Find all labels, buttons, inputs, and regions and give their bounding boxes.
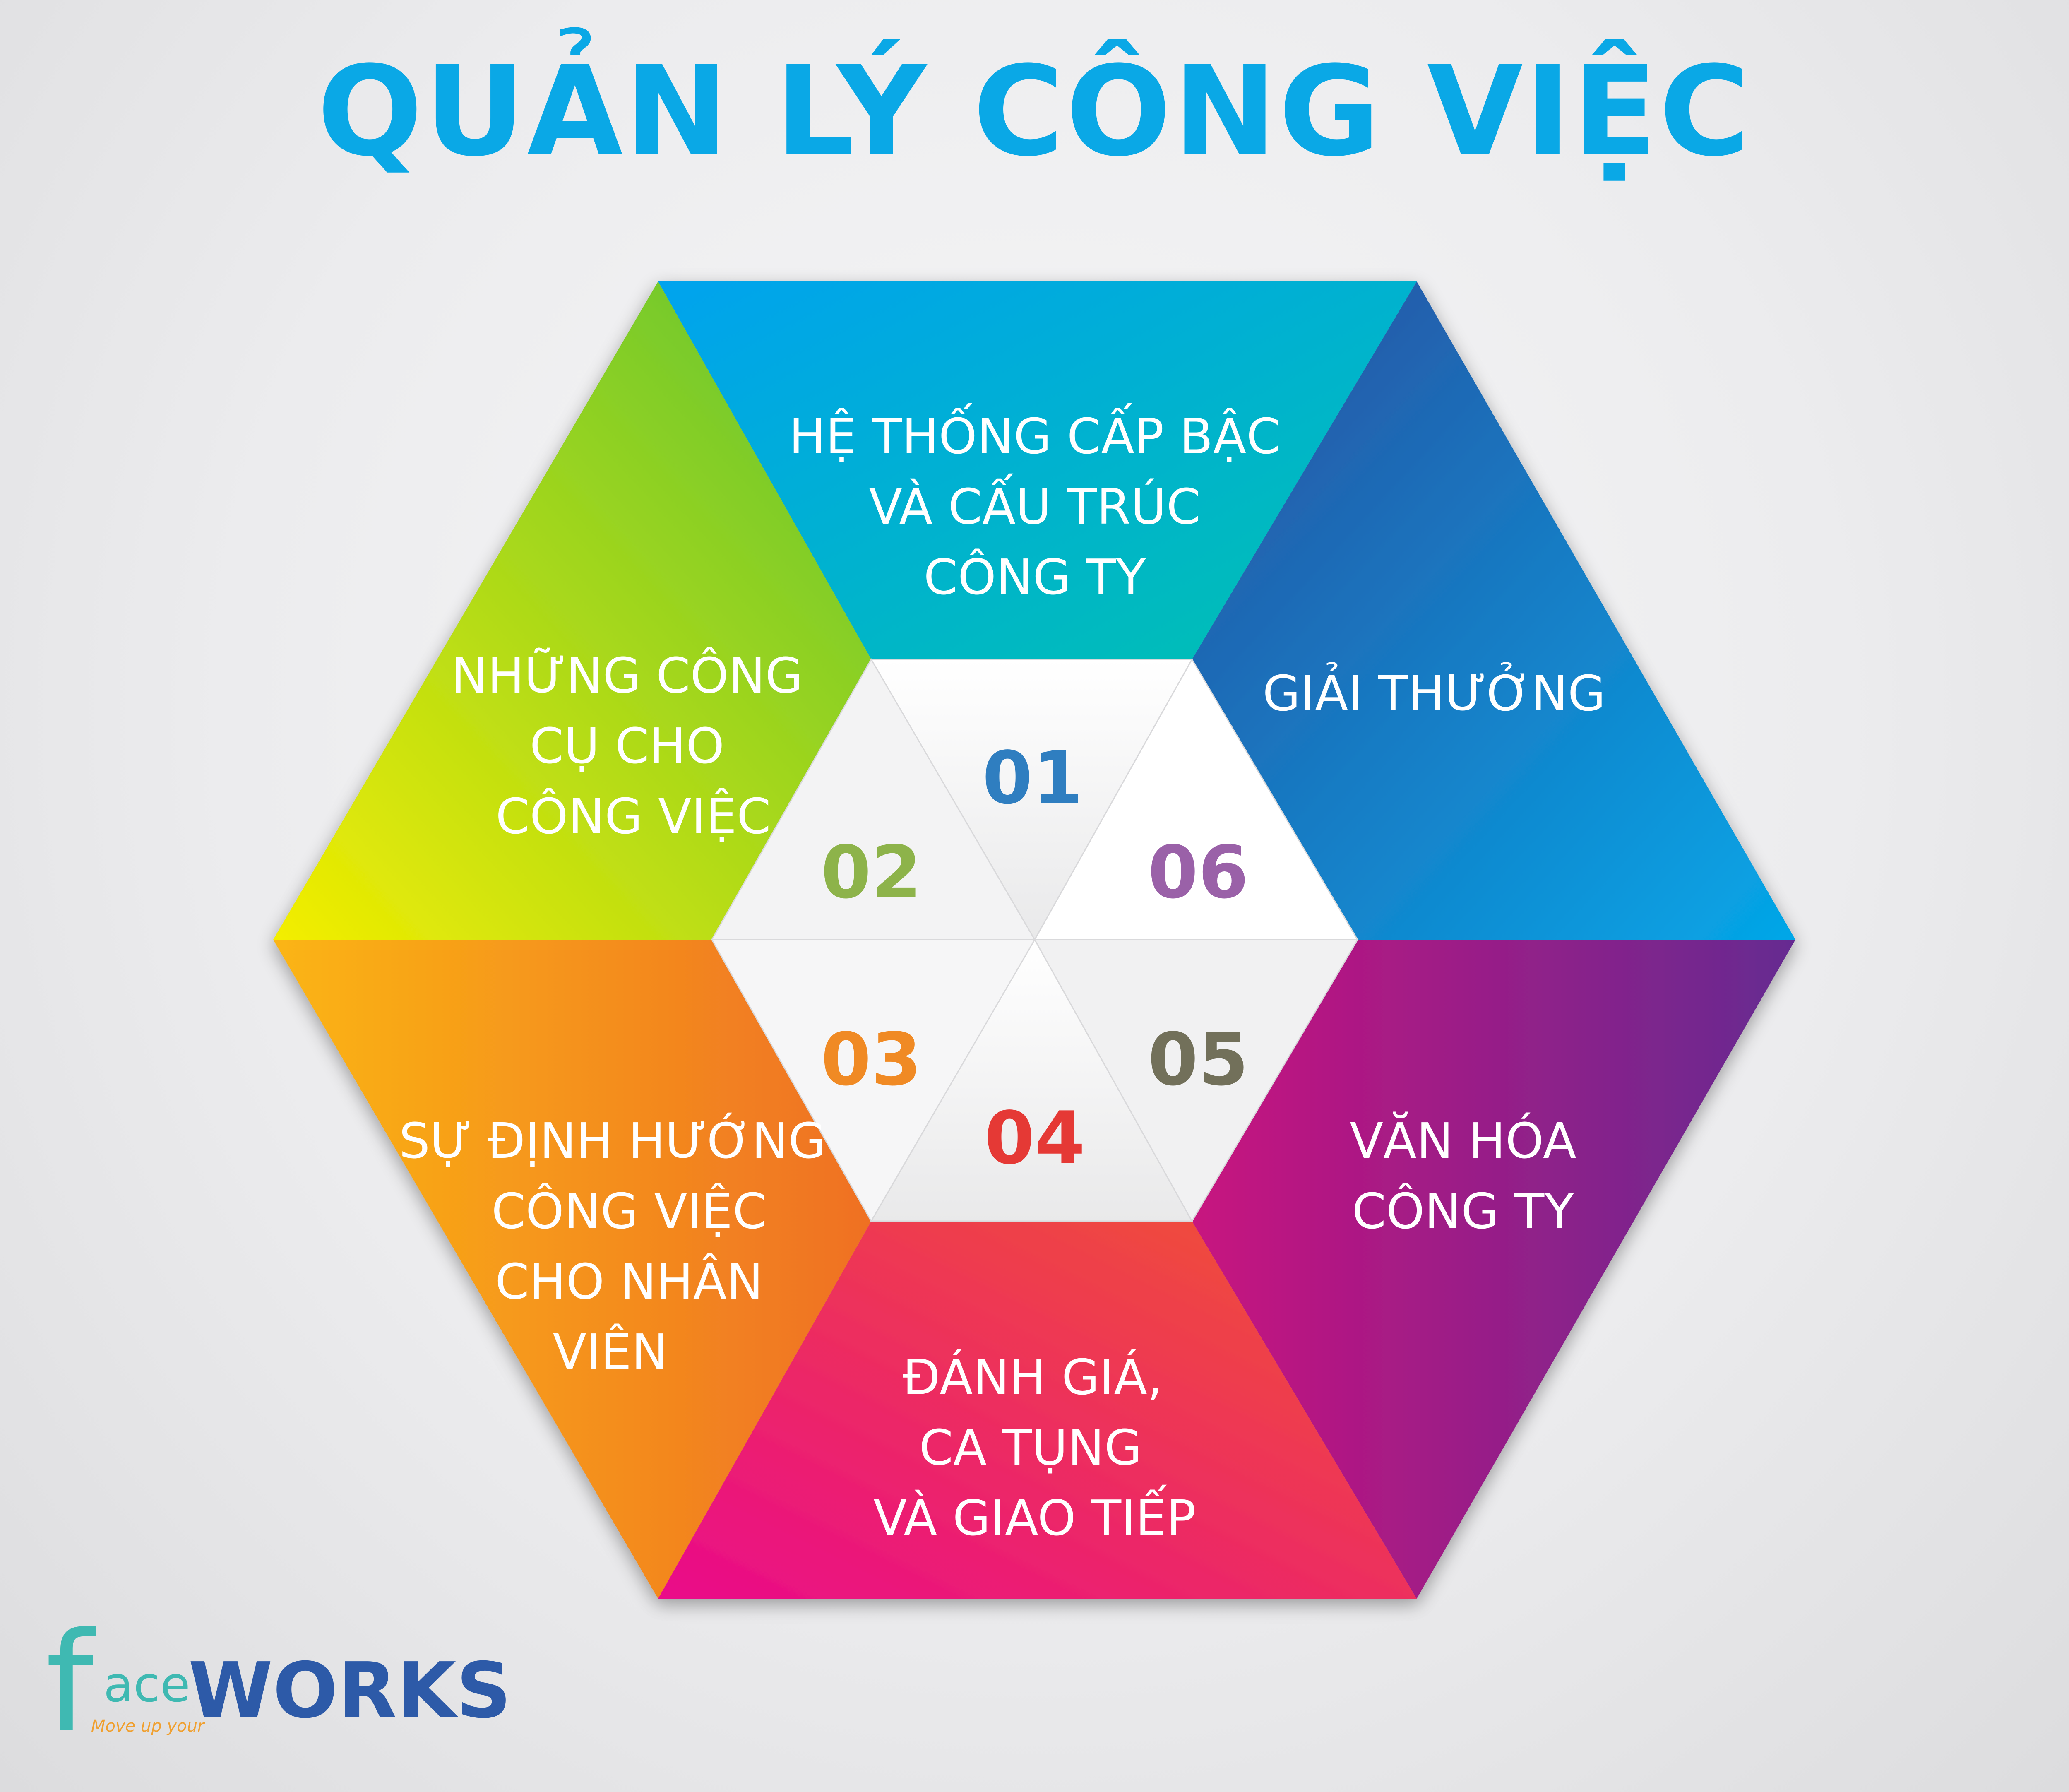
- segment-04-number: 04: [984, 1097, 1085, 1181]
- segment-05-label: VĂN HÓA CÔNG TY: [1350, 1111, 1576, 1240]
- logo-ace: ace: [103, 1656, 190, 1713]
- page-title: QUẢN LÝ CÔNG VIỆC: [317, 39, 1752, 184]
- logo-tagline: Move up your: [91, 1717, 204, 1736]
- svg-text:VÀ CẤU TRÚC: VÀ CẤU TRÚC: [869, 474, 1200, 535]
- svg-text:ĐÁNH GIÁ,: ĐÁNH GIÁ,: [902, 1349, 1163, 1406]
- svg-text:NHỮNG CÔNG: NHỮNG CÔNG: [451, 647, 803, 704]
- svg-text:CỤ CHO: CỤ CHO: [530, 717, 724, 775]
- svg-text:VIÊN: VIÊN: [553, 1323, 668, 1381]
- segment-01-shape: [658, 281, 1417, 659]
- segment-01-label: HỆ THỐNG CẤP BẬC VÀ CẤU TRÚC CÔNG TY: [789, 403, 1281, 606]
- segment-06-shape: [1192, 281, 1795, 940]
- svg-text:HỆ THỐNG CẤP BẬC: HỆ THỐNG CẤP BẬC: [789, 403, 1281, 465]
- segment-04-label: ĐÁNH GIÁ, CA TỤNG VÀ GIAO TIẾP: [873, 1349, 1196, 1547]
- svg-text:GIẢI THƯỞNG: GIẢI THƯỞNG: [1263, 662, 1606, 722]
- svg-text:CÔNG VIỆC: CÔNG VIỆC: [492, 1183, 767, 1240]
- svg-text:CÔNG TY: CÔNG TY: [1352, 1183, 1575, 1240]
- svg-text:SỰ ĐỊNH HƯỚNG: SỰ ĐỊNH HƯỚNG: [399, 1112, 826, 1169]
- segment-05-shape: [1192, 940, 1795, 1599]
- svg-text:CA TỤNG: CA TỤNG: [919, 1419, 1142, 1476]
- faceworks-logo: f ace WORKS Move up your: [46, 1614, 584, 1755]
- segment-03-label: SỰ ĐỊNH HƯỚNG CÔNG VIỆC CHO NHÂN VIÊN: [399, 1112, 826, 1381]
- segment-02-number: 02: [821, 831, 922, 915]
- segment-06-label: GIẢI THƯỞNG: [1263, 662, 1606, 722]
- segment-02-shape: [273, 281, 871, 940]
- svg-text:CHO NHÂN: CHO NHÂN: [495, 1253, 763, 1310]
- segment-04-shape: [658, 1221, 1417, 1599]
- segment-05-number: 05: [1148, 1018, 1249, 1102]
- segment-03-number: 03: [821, 1018, 922, 1102]
- svg-text:VÀ GIAO TIẾP: VÀ GIAO TIẾP: [873, 1485, 1196, 1547]
- logo-works: WORKS: [188, 1646, 512, 1735]
- segment-03-shape: [273, 940, 871, 1599]
- svg-text:VĂN HÓA: VĂN HÓA: [1350, 1111, 1576, 1169]
- svg-text:CÔNG TY: CÔNG TY: [924, 548, 1146, 606]
- inner-hexagon: [711, 658, 1359, 1223]
- svg-text:CÔNG VIỆC: CÔNG VIỆC: [496, 788, 771, 845]
- segment-01-number: 01: [982, 736, 1083, 820]
- segment-06-number: 06: [1148, 831, 1249, 915]
- logo-f: f: [46, 1603, 94, 1762]
- segment-02-label: NHỮNG CÔNG CỤ CHO CÔNG VIỆC: [451, 647, 803, 845]
